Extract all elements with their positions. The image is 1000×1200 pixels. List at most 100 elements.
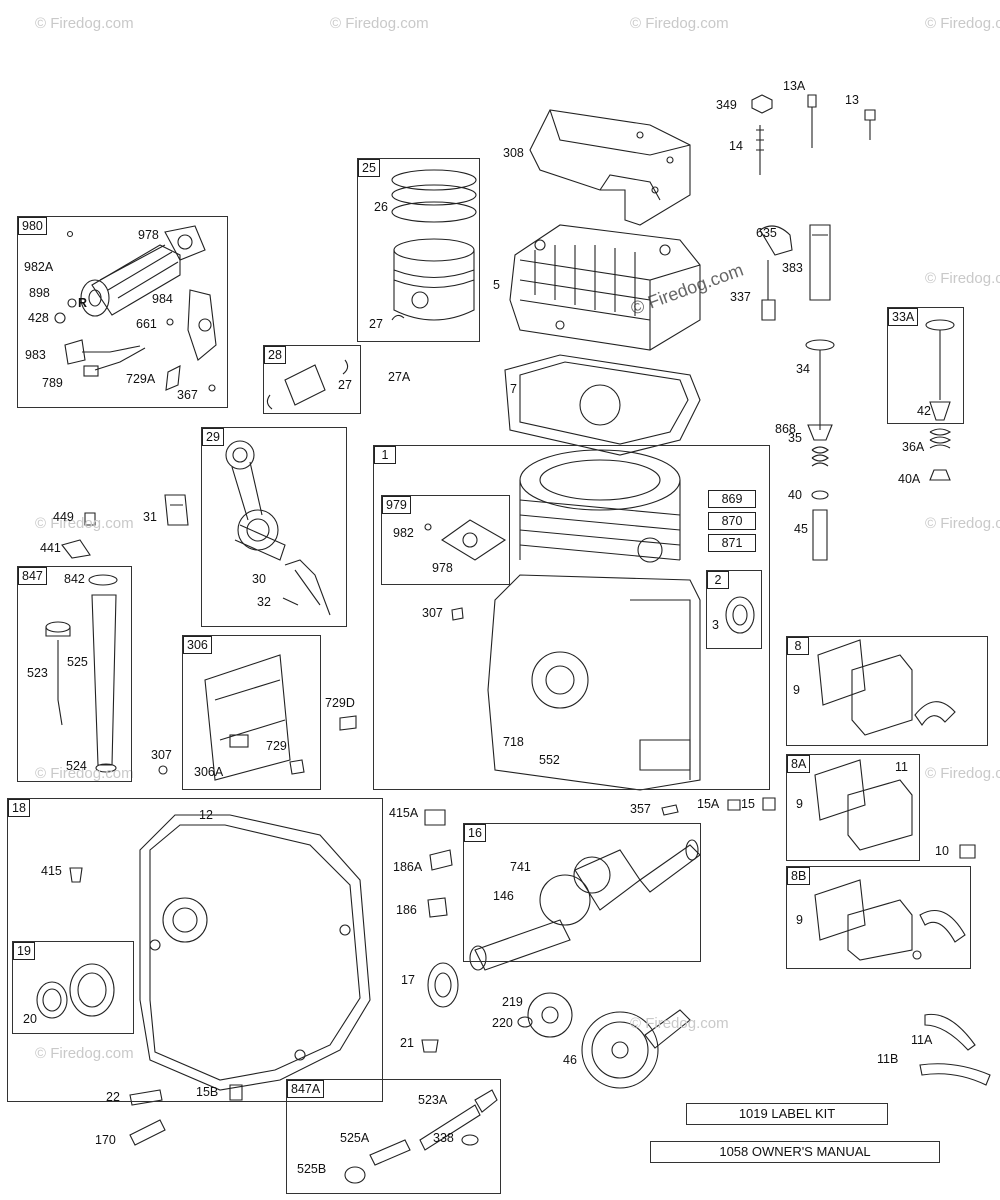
part-label: 27A xyxy=(388,370,411,384)
part-label: 40A xyxy=(898,472,921,486)
part-label: 306A xyxy=(194,765,224,779)
part-label: 367 xyxy=(177,388,198,402)
part-label: 219 xyxy=(502,995,523,1009)
bearing-drawing xyxy=(36,963,115,1019)
part-label: 45 xyxy=(794,522,808,536)
baffle-drawing xyxy=(158,654,357,781)
group-label-2: 2 xyxy=(707,571,729,589)
part-label: 46 xyxy=(563,1053,577,1067)
valve-train-drawing xyxy=(751,94,876,561)
group-frame-29 xyxy=(201,427,347,627)
part-label: 27 xyxy=(338,378,352,392)
watermark: © Firedog.com xyxy=(630,15,729,32)
part-label: 32 xyxy=(257,595,271,609)
part-label: 308 xyxy=(503,146,524,160)
part-label-boxed: 869 xyxy=(708,490,756,508)
watermark: © Firedog.com xyxy=(35,15,134,32)
watermark: © Firedog.com xyxy=(925,515,1000,532)
watermark: © Firedog.com xyxy=(35,1045,134,1062)
part-label: 11 xyxy=(895,760,908,774)
part-label: 11A xyxy=(911,1033,933,1047)
group-label-29: 29 xyxy=(202,428,224,446)
part-label: 661 xyxy=(136,317,157,331)
part-label: 868 xyxy=(775,422,796,436)
part-label: 10 xyxy=(935,844,949,858)
group-label-25: 25 xyxy=(358,159,380,177)
part-label: 21 xyxy=(400,1036,414,1050)
part-label: 170 xyxy=(95,1133,116,1147)
dipstick-drawing xyxy=(45,574,118,773)
group-frame-979 xyxy=(381,495,510,585)
part-label: 525A xyxy=(340,1131,370,1145)
part-label: 35 xyxy=(788,431,802,445)
part-label: 357 xyxy=(630,802,651,816)
part-label: 20 xyxy=(23,1012,37,1026)
part-label: 741 xyxy=(510,860,531,874)
group-label-8A: 8A xyxy=(787,755,811,773)
part-label: 9 xyxy=(796,913,803,927)
breather-drawings xyxy=(814,639,991,1086)
group-label-847: 847 xyxy=(18,567,47,585)
group-frame-980 xyxy=(17,216,228,408)
group-frame-16 xyxy=(463,823,701,962)
part-label: 186A xyxy=(393,860,423,874)
part-label: 338 xyxy=(433,1131,454,1145)
camshaft-drawing xyxy=(517,992,691,1089)
crankcase-cover-drawing xyxy=(69,814,371,1091)
part-label: 36A xyxy=(902,440,925,454)
shroud-drawing xyxy=(529,109,691,226)
watermark: © Firedog.com xyxy=(330,15,429,32)
part-label: 40 xyxy=(788,488,802,502)
piston-pin-drawing xyxy=(266,359,349,410)
valve-33a-drawing xyxy=(925,319,955,481)
part-label: 17 xyxy=(401,973,415,987)
part-label-boxed: 870 xyxy=(708,512,756,530)
part-label: 9 xyxy=(793,683,800,697)
part-label: 220 xyxy=(492,1016,513,1030)
part-label: 635 xyxy=(756,226,777,240)
part-label: 524 xyxy=(66,759,87,773)
group-label-8: 8 xyxy=(787,637,809,655)
part-label: 415A xyxy=(389,806,419,820)
part-label: 11B xyxy=(877,1052,899,1066)
group-frame-847 xyxy=(17,566,132,782)
part-label: 523A xyxy=(418,1093,448,1107)
center-small-parts-drawing xyxy=(421,797,776,1053)
label-kit-box: 1019 LABEL KIT xyxy=(686,1103,888,1125)
part-label: 449 xyxy=(53,510,74,524)
watermark: © Firedog.com xyxy=(925,765,1000,782)
group-frame-18 xyxy=(7,798,383,1102)
cylinder-block-drawing xyxy=(487,449,701,791)
part-label: 729D xyxy=(325,696,355,710)
part-label: 22 xyxy=(106,1090,120,1104)
watermark: © Firedog.com xyxy=(35,515,134,532)
part-label: 718 xyxy=(503,735,524,749)
part-label: 13A xyxy=(783,79,806,93)
part-label: 14 xyxy=(729,139,743,153)
group-frame-28 xyxy=(263,345,361,414)
group-label-8B: 8B xyxy=(787,867,811,885)
part-label: R xyxy=(78,296,88,310)
part-label: 523 xyxy=(27,666,48,680)
part-label: 12 xyxy=(199,808,213,822)
group-label-980: 980 xyxy=(18,217,47,235)
group-frame-847A xyxy=(286,1079,501,1194)
part-label: 9 xyxy=(796,797,803,811)
part-label: 729 xyxy=(266,739,287,753)
watermark: © Firedog.com xyxy=(35,765,134,782)
part-label: 13 xyxy=(845,93,859,107)
part-label: 525B xyxy=(297,1162,327,1176)
group-frame-19 xyxy=(12,941,134,1034)
group-label-306: 306 xyxy=(183,636,212,654)
part-label: 441 xyxy=(40,541,61,555)
part-label: 982 xyxy=(393,526,414,540)
watermark: © Firedog.com xyxy=(630,1015,729,1032)
part-label: 30 xyxy=(252,572,266,586)
group-label-28: 28 xyxy=(264,346,286,364)
part-label: 383 xyxy=(782,261,803,275)
part-label: 978 xyxy=(138,228,159,242)
part-label: 42 xyxy=(917,404,931,418)
part-label: 349 xyxy=(716,98,737,112)
connecting-rod-drawing xyxy=(225,440,331,616)
